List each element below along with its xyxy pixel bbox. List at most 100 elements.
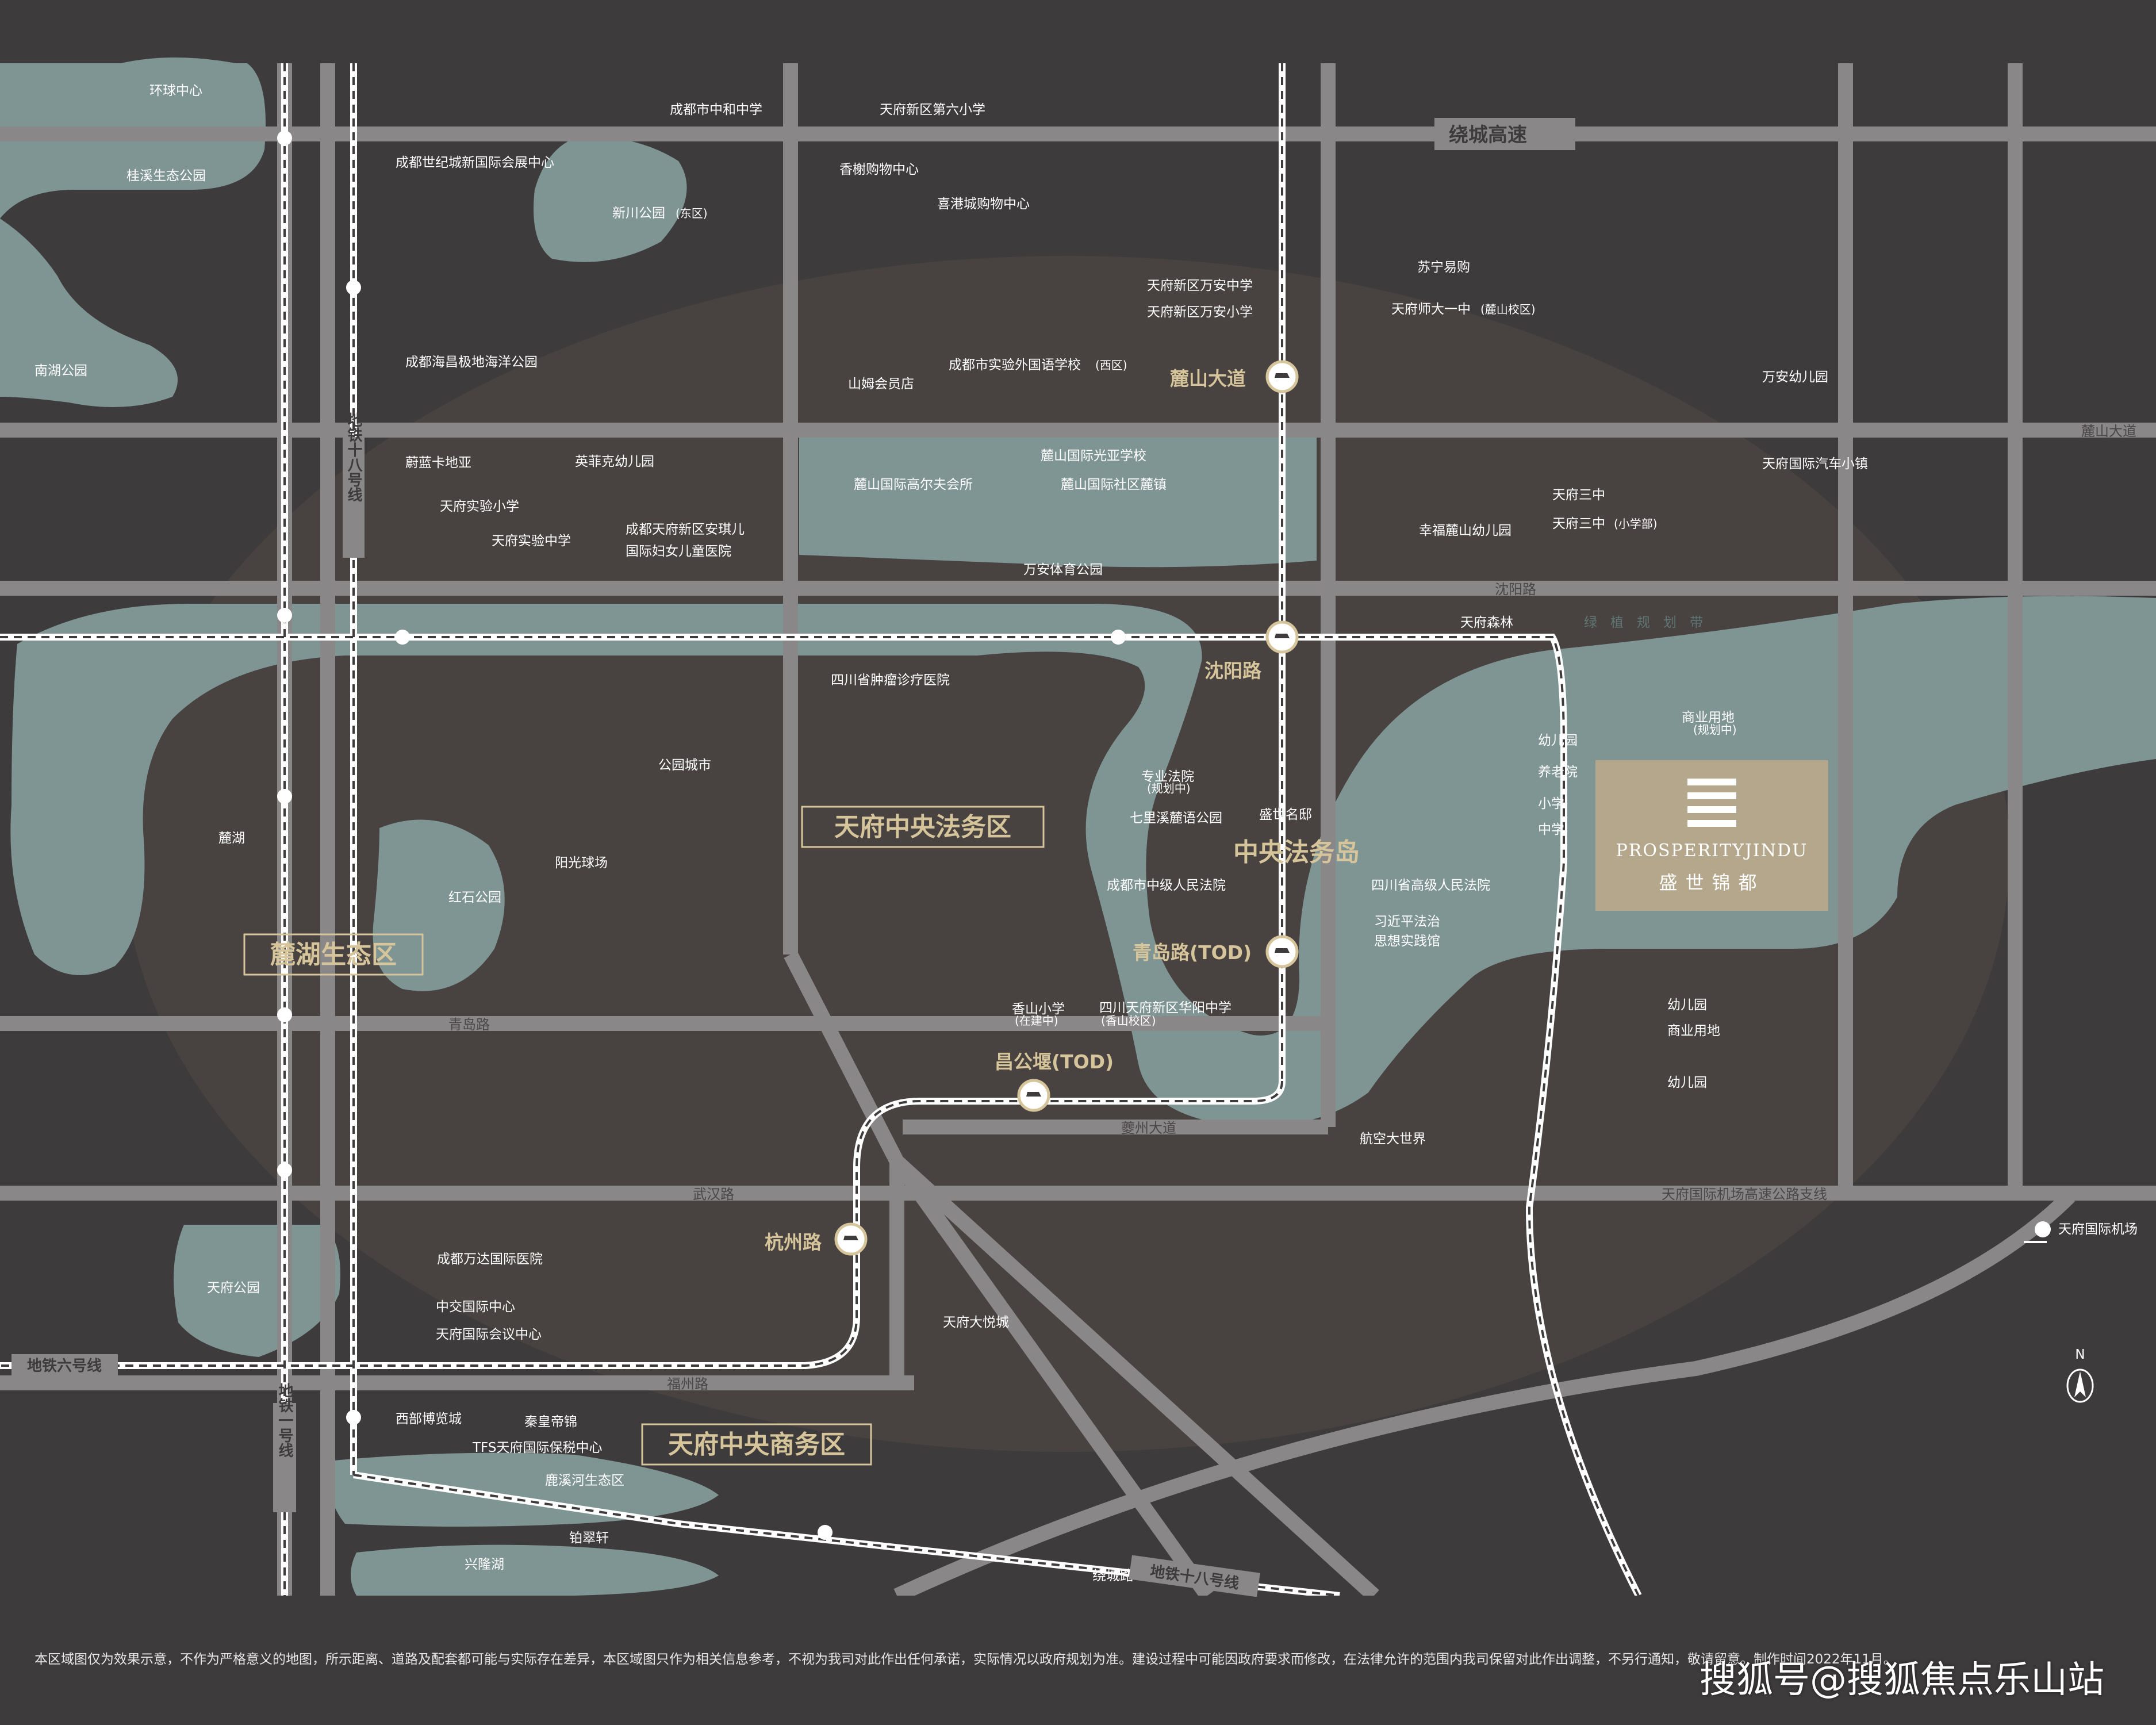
metro-label-1: 地铁一号线 [276, 1383, 293, 1458]
station-labels: 麓山大道 沈阳路 青岛路(TOD) 昌公堰(TOD) 杭州路 [765, 367, 1262, 1254]
poi-label: 天府新区万安小学 [1147, 305, 1253, 320]
poi-labels: 环球中心 成都市中和中学 天府新区第六小学 桂溪生态公园 成都世纪城新国际会展中… [34, 83, 2138, 1572]
poi-label: 商业用地 [1682, 710, 1735, 725]
project-logo-icon [1687, 779, 1736, 830]
water-luxihe [329, 1452, 719, 1527]
station-dot [1111, 630, 1126, 645]
poi-label: 万安体育公园 [1023, 562, 1103, 577]
metro-label-18-vertical: 地铁十八号线 [345, 412, 362, 502]
poi-label: 成都海昌极地海洋公园 [405, 355, 538, 370]
svg-text:N: N [2075, 1347, 2085, 1362]
poi-label: 幼儿园 [1538, 733, 1578, 748]
poi-label: 天府大悦城 [943, 1315, 1009, 1330]
station-dot [277, 608, 292, 623]
station-dot [818, 1525, 833, 1540]
poi-label: 秦皇帝锦 [524, 1414, 577, 1429]
poi-label: 习近平法治 [1374, 914, 1440, 929]
water-bodies [0, 57, 2156, 1596]
water-hongshi [373, 819, 505, 991]
poi-label: 中学 [1538, 822, 1564, 837]
poi-label: 环球中心 [149, 83, 202, 98]
district-labels: 天府中央法务区 中央法务岛 麓湖生态区 天府中央商务区 [243, 806, 1360, 1466]
metro-labels: 地铁十八号线 地铁六号线 地铁一号线 地铁十八号线 [11, 412, 1260, 1597]
poi-label: 成都万达国际医院 [437, 1252, 543, 1267]
poi-label: 麓湖 [218, 831, 245, 846]
road-label-shenyang: 沈阳路 [1495, 581, 1536, 597]
road-label-raocheng-road: 绕城路 [1092, 1567, 1134, 1584]
poi-label: 天府公园 [207, 1281, 260, 1295]
poi-label: 幸福麓山幼儿园 [1419, 523, 1511, 538]
poi-label: 成都市实验外国语学校 [949, 358, 1081, 373]
poi-label: 中交国际中心 [436, 1300, 515, 1314]
poi-label: 兴隆湖 [465, 1557, 504, 1572]
poi-label: 成都市中和中学 [670, 102, 762, 117]
poi-label: 绿 植 规 划 带 [1584, 615, 1703, 630]
poi-label: 七里溪麓语公园 [1130, 811, 1222, 826]
road-label-kuizhou: 夔州大道 [1121, 1120, 1176, 1136]
poi-label: 苏宁易购 [1417, 260, 1470, 275]
poi-label: 麓山国际社区麓镇 [1061, 477, 1167, 492]
poi-note: (麓山校区) [1480, 302, 1536, 316]
poi-note: (规划中) [1147, 781, 1191, 795]
road-labels: 绕城高速 麓山大道 沈阳路 青岛路 武汉路 福州路 夔州大道 天府国际机场高速公… [448, 118, 2136, 1584]
water-xinchuan [534, 137, 687, 262]
poi-label: 天府国际机场 [2058, 1222, 2138, 1237]
road-network [0, 63, 2156, 1603]
poi-label: 天府森林 [1460, 615, 1513, 630]
station-dot [346, 280, 361, 295]
poi-label: 小学 [1538, 796, 1564, 811]
poi-label: 四川省肿瘤诊疗医院 [831, 673, 950, 688]
poi-label: 麓山国际高尔夫会所 [854, 477, 973, 492]
poi-label: 商业用地 [1667, 1023, 1720, 1038]
poi-label: 桂溪生态公园 [126, 168, 206, 183]
district-label-shengtaiqu: 麓湖生态区 [270, 940, 397, 969]
station-lushan [1265, 360, 1299, 393]
compass-icon: N [2066, 1347, 2094, 1403]
station-label-shenyang: 沈阳路 [1204, 660, 1262, 682]
poi-label: 天府实验中学 [492, 534, 571, 549]
poi-label: 天府新区第六小学 [880, 102, 985, 117]
poi-label: 成都天府新区安琪儿 [626, 522, 745, 537]
poi-label: 养老院 [1538, 765, 1578, 780]
poi-label: 成都市中级人民法院 [1107, 878, 1226, 893]
poi-label: 四川天府新区华阳中学 [1099, 1000, 1232, 1015]
poi-label: 喜港城购物中心 [937, 197, 1030, 212]
airport-arrow-icon [2024, 1221, 2051, 1243]
district-label-fawudao: 中央法务岛 [1233, 838, 1360, 867]
road-label-wuhan: 武汉路 [693, 1186, 734, 1202]
poi-label: 西部博览城 [396, 1412, 462, 1427]
poi-label: 航空大世界 [1360, 1132, 1426, 1147]
poi-note: (小学部) [1614, 517, 1658, 531]
poi-label: 专业法院 [1141, 769, 1194, 784]
poi-label: 四川省高级人民法院 [1371, 878, 1490, 893]
station-label-changgongyan: 昌公堰(TOD) [995, 1051, 1114, 1073]
poi-label: 成都世纪城新国际会展中心 [396, 155, 554, 170]
poi-label: 新川公园 [612, 206, 665, 221]
water-lushan [799, 437, 1317, 568]
poi-label: 蔚蓝卡地亚 [405, 455, 471, 470]
poi-label: 麓山国际光亚学校 [1041, 448, 1146, 463]
station-dot [346, 1410, 361, 1425]
project-card[interactable]: PROSPERITYJINDU 盛世锦都 [1595, 760, 1828, 911]
poi-label: TFS天府国际保税中心 [472, 1440, 602, 1455]
water-nanhu [0, 218, 178, 407]
station-dot [277, 131, 292, 145]
district-label-fawuqu: 天府中央法务区 [834, 812, 1011, 842]
disclaimer-text: 本区域图仅为效果示意，不作为严格意义的地图，所示距离、道路及配套都可能与实际存在… [34, 1652, 1897, 1667]
poi-label: 阳光球场 [555, 856, 608, 871]
poi-label: 红石公园 [448, 890, 501, 905]
poi-label: 南湖公园 [34, 363, 87, 378]
poi-label: 鹿溪河生态区 [545, 1473, 624, 1488]
poi-note: (在建中) [1015, 1014, 1058, 1028]
station-qingdao [1265, 935, 1299, 968]
road-label-airport-branch: 天府国际机场高速公路支线 [1662, 1186, 1827, 1202]
poi-label: 铂翠轩 [569, 1531, 609, 1546]
project-name-en: PROSPERITYJINDU [1616, 841, 1808, 861]
station-label-lushan: 麓山大道 [1170, 367, 1246, 390]
water-xinglong [351, 1544, 719, 1596]
poi-note: (东区) [676, 206, 708, 220]
poi-label: 天府新区万安中学 [1147, 278, 1253, 293]
poi-label: 天府师大一中 [1391, 302, 1471, 317]
station-dot [395, 630, 410, 645]
